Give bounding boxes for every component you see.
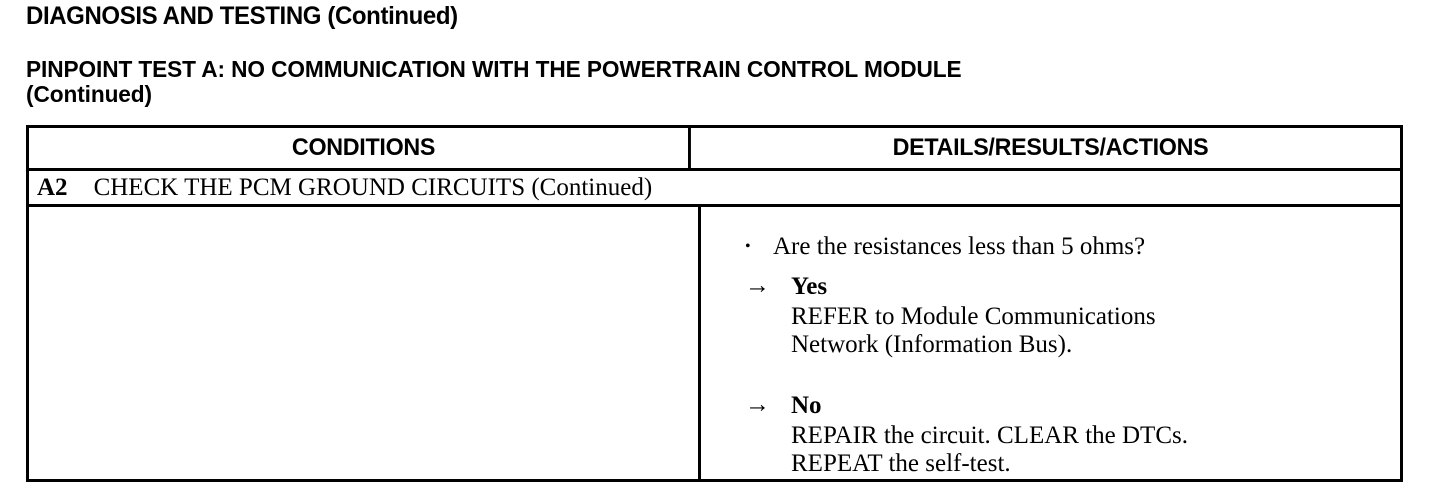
bullet-icon: •	[745, 238, 751, 255]
branch-no-action-line-2: REPEAT the self-test.	[791, 450, 1011, 477]
branch-yes-label: Yes	[791, 273, 828, 300]
pinpoint-test-title: PINPOINT TEST A: NO COMMUNICATION WITH T…	[26, 57, 1405, 107]
question-text: Are the resistances less than 5 ohms?	[773, 233, 1146, 260]
details-cell: • Are the resistances less than 5 ohms? …	[701, 207, 1400, 479]
arrow-right-icon: →	[745, 391, 770, 418]
column-header-details: DETAILS/RESULTS/ACTIONS	[892, 134, 1209, 161]
detail-question: • Are the resistances less than 5 ohms?	[701, 231, 1400, 262]
section-title: DIAGNOSIS AND TESTING (Continued)	[26, 2, 458, 30]
branch-no: → No REPAIR the circuit. CLEAR the DTCs.…	[701, 389, 1400, 478]
branch-no-body: No REPAIR the circuit. CLEAR the DTCs. R…	[747, 389, 1400, 478]
spacer	[701, 262, 1400, 270]
branch-yes-body: Yes REFER to Module Communications Netwo…	[747, 270, 1400, 359]
spacer	[701, 359, 1400, 389]
conditions-cell	[29, 207, 701, 479]
column-header-conditions: CONDITIONS	[39, 128, 691, 168]
table-header-row: CONDITIONS DETAILS/RESULTS/ACTIONS	[29, 128, 1400, 171]
arrow-right-icon: →	[745, 272, 770, 299]
table-step-row: A2 CHECK THE PCM GROUND CIRCUITS (Contin…	[29, 171, 1400, 207]
page-header: DIAGNOSIS AND TESTING (Continued)	[26, 2, 1416, 30]
pinpoint-test-title-line2: (Continued)	[26, 81, 153, 107]
pinpoint-test-title-line1: PINPOINT TEST A: NO COMMUNICATION WITH T…	[26, 56, 962, 82]
branch-yes: → Yes REFER to Module Communications Net…	[701, 270, 1400, 359]
question-body: Are the resistances less than 5 ohms?	[747, 231, 1400, 262]
table-body-row: • Are the resistances less than 5 ohms? …	[29, 207, 1400, 479]
step-code: A2	[37, 174, 68, 201]
branch-yes-action-line-1: REFER to Module Communications	[791, 303, 1156, 330]
step-title: CHECK THE PCM GROUND CIRCUITS (Continued…	[93, 174, 653, 201]
branch-no-action-line-1: REPAIR the circuit. CLEAR the DTCs.	[791, 422, 1188, 449]
branch-no-label: No	[791, 392, 822, 419]
branch-yes-action-line-2: Network (Information Bus).	[791, 331, 1073, 358]
pinpoint-test-table: CONDITIONS DETAILS/RESULTS/ACTIONS A2 CH…	[26, 125, 1403, 482]
